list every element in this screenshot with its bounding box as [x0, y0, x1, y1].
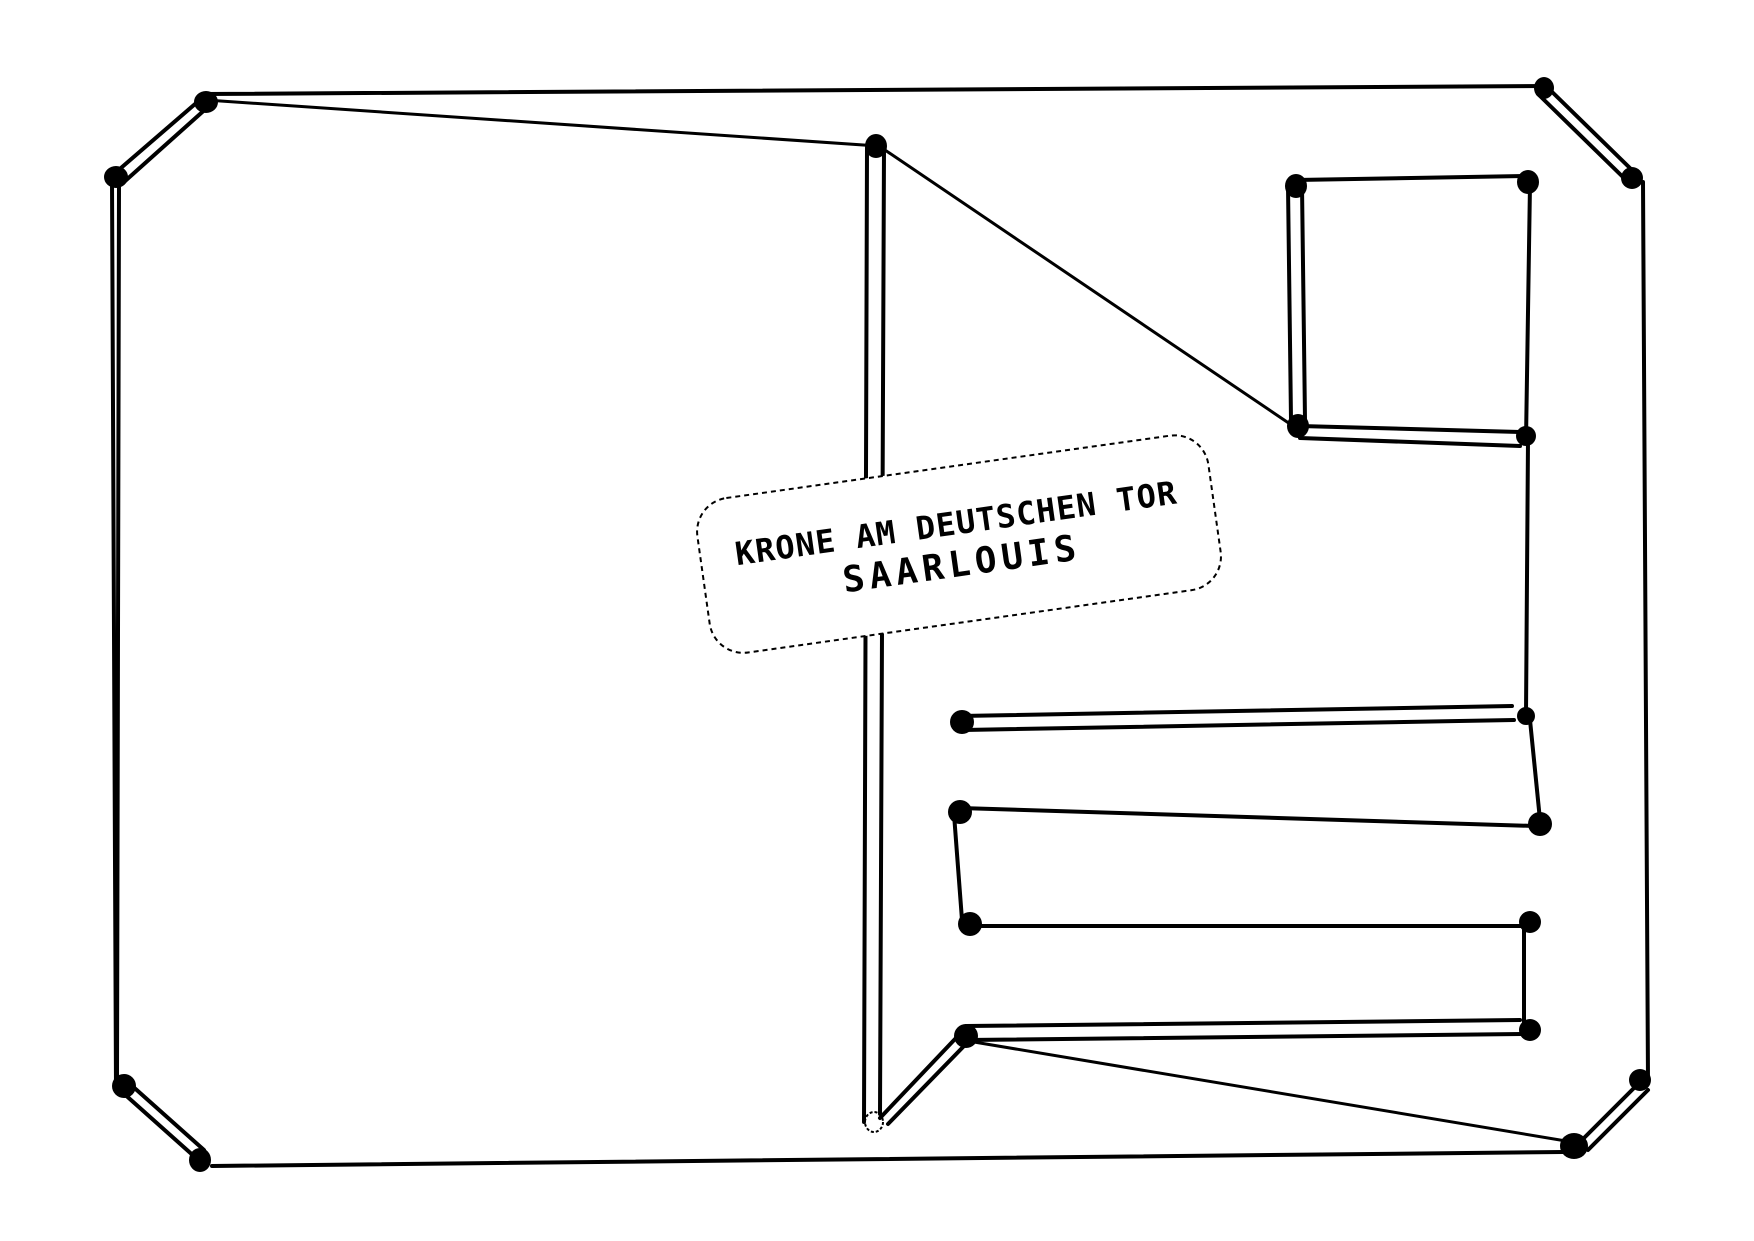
nail-icon [865, 134, 887, 158]
nail-icon [1534, 77, 1554, 99]
nail-icon [194, 91, 218, 113]
stamp-box-bottom [1298, 424, 1522, 448]
diagonal-bottom-string [972, 1040, 1574, 1144]
frame-left-edge-double [115, 181, 121, 1082]
stamp-label-frame [696, 434, 1222, 654]
nail-icon [1629, 1069, 1651, 1091]
frame-top-edge [201, 84, 1550, 96]
nail-icon [1560, 1133, 1588, 1159]
stamp-box-right-down [1524, 438, 1530, 716]
diagonal-top-string [204, 98, 880, 148]
nail-icon [104, 166, 128, 188]
corner-top-right [1536, 84, 1636, 182]
address-connector-1 [1528, 718, 1542, 822]
nail-icon [1519, 1019, 1541, 1041]
address-lines [878, 704, 1574, 1144]
nail-icon [189, 1148, 211, 1172]
nail-icon [1519, 911, 1541, 933]
stamp-box [1286, 174, 1532, 716]
nail-icon [1287, 414, 1309, 438]
corner-bottom-left [120, 1082, 206, 1160]
frame-bottom-edge [210, 1150, 1565, 1168]
stamp-box-top [1294, 174, 1526, 182]
address-line-1 [958, 704, 1516, 732]
nail-icon [112, 1074, 136, 1098]
nail-icon [1517, 170, 1539, 194]
nail-icon [1517, 707, 1535, 725]
nail-icon [958, 912, 982, 936]
nail-icon [1285, 174, 1307, 198]
nail-icon [954, 1024, 978, 1048]
corner-top-left [112, 96, 211, 184]
address-line-2 [958, 806, 1536, 828]
nail-icon [950, 710, 974, 734]
outer-frame [110, 84, 1650, 1168]
diagonal-to-stamp-box [880, 146, 1298, 430]
frame-right-edge [1641, 180, 1650, 1084]
address-connector-2 [952, 812, 964, 922]
corner-bottom-right [1578, 1080, 1650, 1152]
divider-foot-diagonal [878, 1036, 966, 1126]
nail-icon [1528, 812, 1552, 836]
nail-icon [864, 1111, 884, 1133]
stamp-label: KRONE AM DEUTSCHEN TOR SAARLOUIS [696, 434, 1222, 654]
stamp-box-right [1524, 182, 1532, 442]
nails [104, 77, 1651, 1172]
nail-icon [948, 800, 972, 824]
nail-icon [1621, 167, 1643, 189]
nail-icon [1516, 426, 1536, 446]
address-line-4 [964, 1018, 1524, 1042]
stamp-box-left [1286, 184, 1307, 422]
